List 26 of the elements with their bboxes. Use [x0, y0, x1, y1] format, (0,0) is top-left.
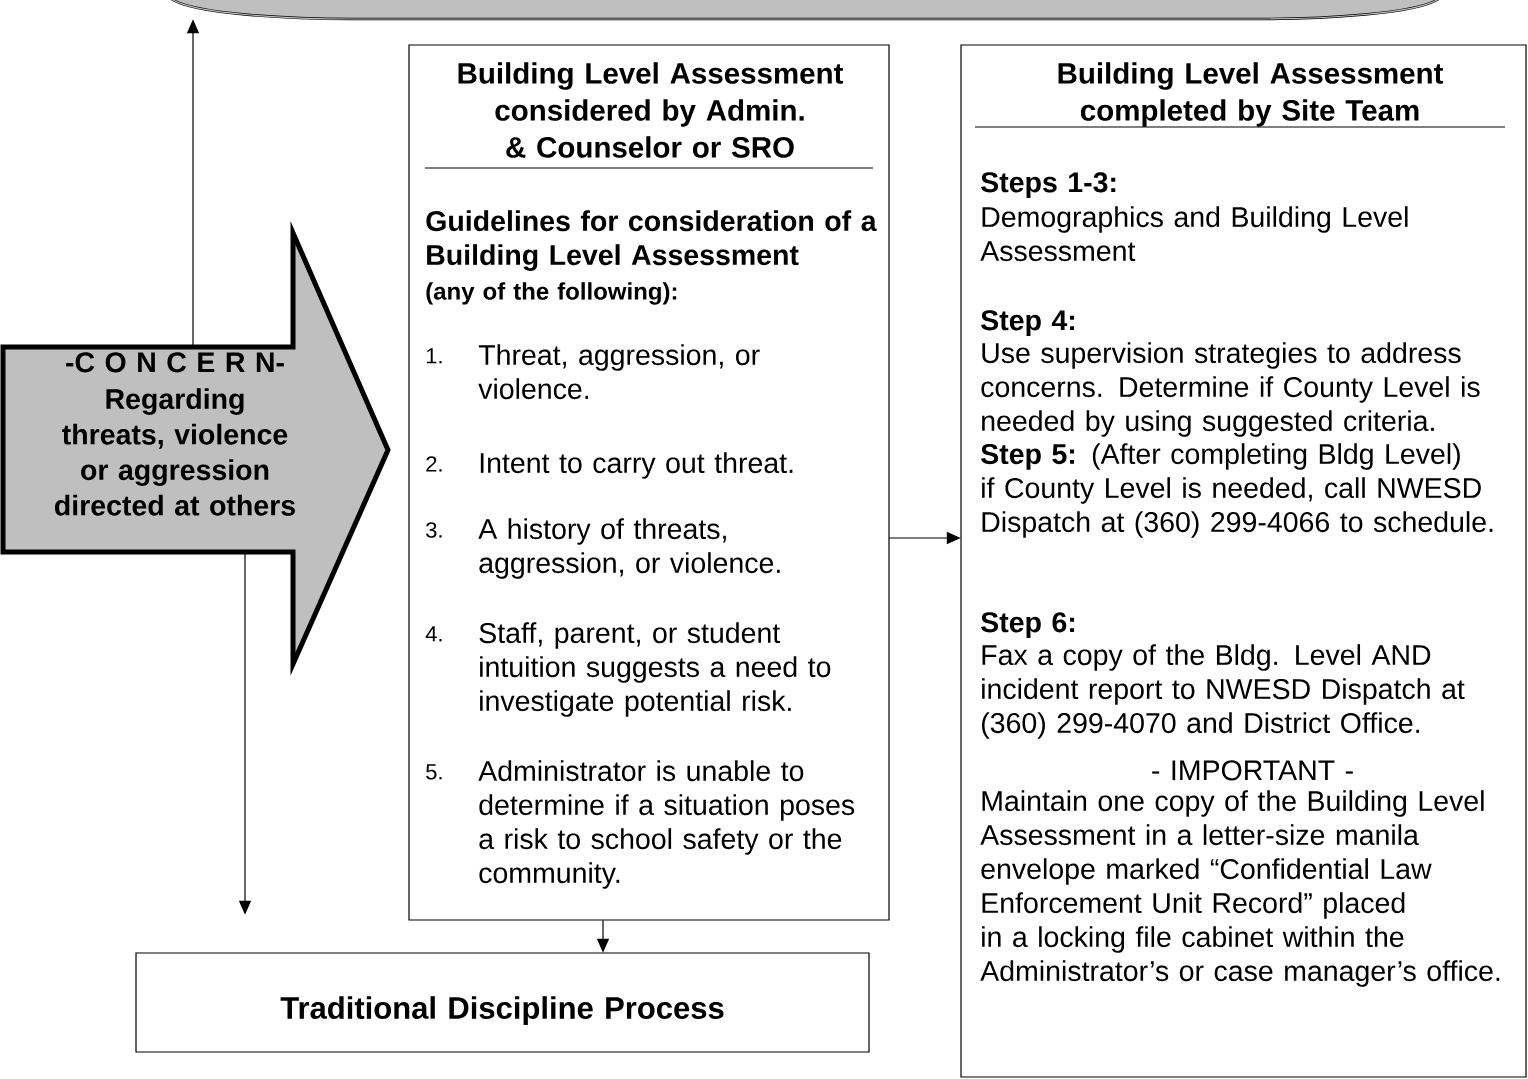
list-number: 1. — [426, 348, 442, 364]
heading: -C O N C E R N- — [66, 352, 284, 373]
heading: Building Level Assessment considered by Admin. & Counselor or SRO — [458, 62, 844, 158]
list-number: 5. — [426, 764, 442, 780]
note-text: (any of the following): — [426, 282, 677, 305]
step-heading: Step 6: — [981, 612, 1075, 638]
heading: Building Level Assessment completed by Site Team — [1058, 62, 1444, 127]
subheading: Guidelines for consideration of a Building Level Assessment — [426, 210, 877, 271]
list-item: Threat, aggression, or violence. — [478, 344, 760, 400]
body-text: Fax a copy of the Bldg. Level AND incident report to NWESD Dispatch at (360) 299-4070 and District Office. — [982, 644, 1465, 739]
step-heading: Step 4: — [981, 310, 1075, 336]
list-number: 3. — [426, 522, 442, 538]
body-text: Regarding threats, violence or aggression directed at others — [55, 388, 295, 516]
body-text: Use supervision strategies to address concerns. Determine if County Level is needed by using suggested criteria. — [981, 342, 1480, 437]
note-heading: - IMPORTANT - — [1152, 760, 1353, 781]
body-text: Step 5: (After completing Bldg Level) if County Level is needed, call NWESD Dispatch at (360) 299-4066 to schedule. — [981, 443, 1493, 538]
list-item: A history of threats, aggression, or violence. — [478, 518, 780, 579]
list-item: Intent to carry out threat. — [480, 452, 793, 479]
list-number: 2. — [426, 456, 442, 472]
list-number: 4. — [425, 626, 442, 642]
list-item: Staff, parent, or student intuition suggests a need to investigate potential risk. — [479, 622, 831, 717]
body-text: Demographics and Building Level Assessment — [980, 206, 1408, 262]
heading: Traditional Discipline Process — [280, 996, 724, 1026]
body-text: Maintain one copy of the Building Level Assessment in a letter-size manila envelope marked “Confidential Law Enforcement Unit Record” placed in a locking file cabinet within the Administrator’s or case manager’s office. — [980, 790, 1500, 987]
list-item: Administrator is unable to determine if a situation poses a risk to school safety or the community. — [478, 760, 855, 889]
step-heading: Steps 1-3: — [981, 172, 1116, 198]
